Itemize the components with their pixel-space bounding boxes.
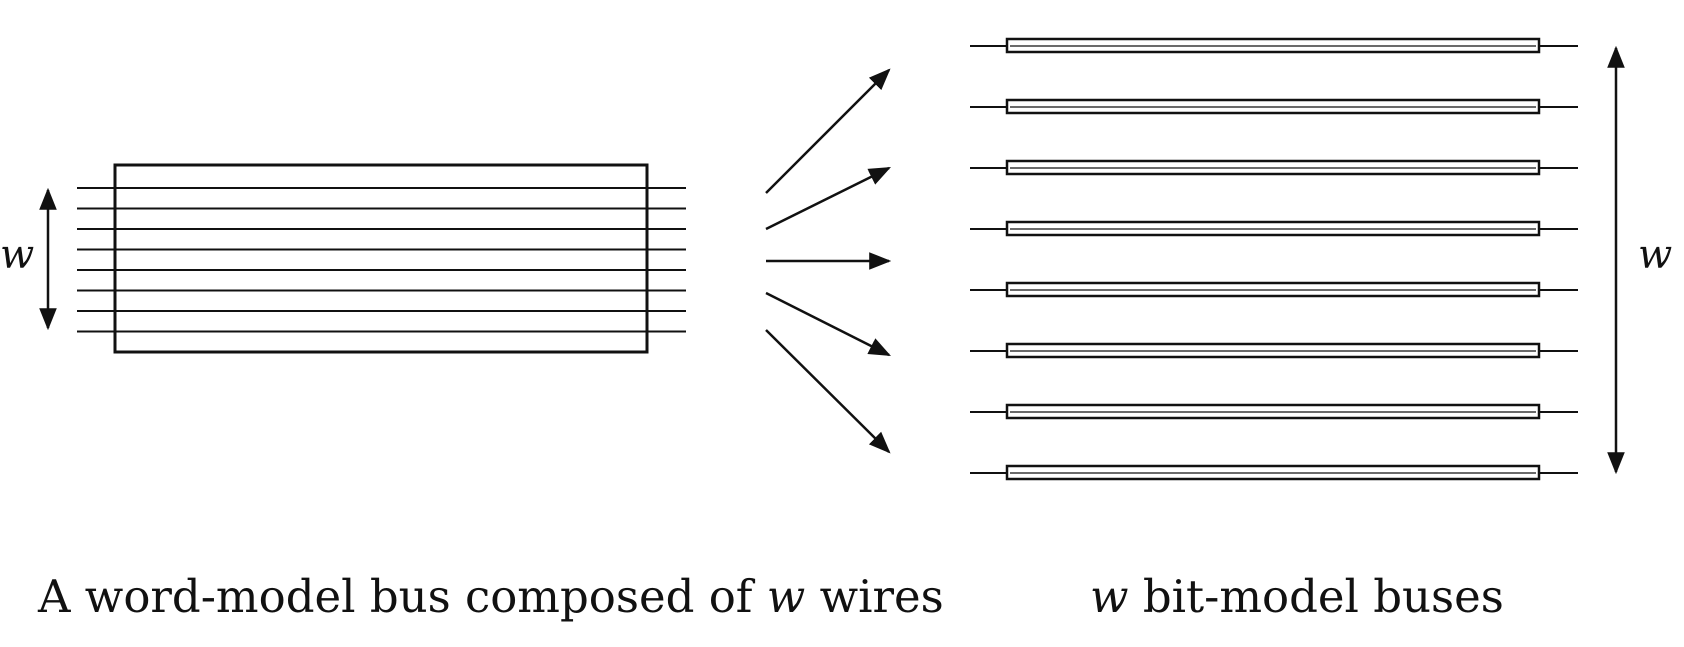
bit-model-bus <box>970 403 1578 420</box>
bit-model-bus <box>970 281 1578 298</box>
fan-out-arrow <box>765 68 891 194</box>
bit-model-bus <box>970 98 1578 115</box>
word-bus-wires <box>77 187 686 333</box>
bit-model-bus <box>970 220 1578 237</box>
bit-model-bus <box>970 464 1578 481</box>
word-bus-width-label: w <box>0 232 35 278</box>
bit-model-bus <box>970 342 1578 359</box>
word-model-bus <box>77 163 686 354</box>
bit-model-bus <box>970 37 1578 54</box>
caption-word-model-bus: A word-model bus composed of w wires <box>38 570 944 623</box>
fan-out-arrow <box>765 329 891 454</box>
fan-out-arrows <box>765 68 892 454</box>
caption-right-var: w <box>1090 570 1129 623</box>
bit-buses-width-label: w <box>1638 232 1673 278</box>
caption-left-after: wires <box>805 570 944 623</box>
caption-left-before: A word-model bus composed of <box>38 570 767 623</box>
fan-out-arrow <box>765 166 891 231</box>
fan-out-arrow <box>765 291 891 357</box>
caption-left-var: w <box>766 570 806 623</box>
word-bus-frame <box>113 163 649 354</box>
caption-right-after: bit-model buses <box>1128 570 1504 623</box>
caption-bit-model-buses: w bit-model buses <box>1090 570 1504 623</box>
bit-model-buses <box>970 37 1578 481</box>
bit-model-bus <box>970 159 1578 176</box>
